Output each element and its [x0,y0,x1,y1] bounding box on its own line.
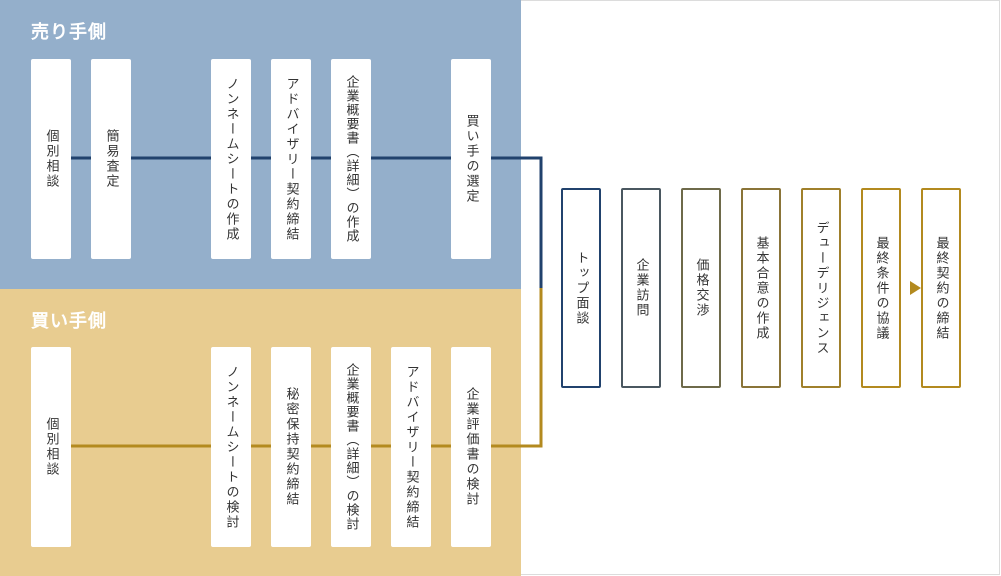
buyer-card-company-profile-review: 企業概要書（詳細）の検討 [331,347,371,547]
step-price-negotiation: 価格交渉 [681,188,721,388]
seller-card-individual-consultation: 個別相談 [31,59,71,259]
buyer-panel-title: 買い手側 [31,311,107,332]
buyer-card-advisory-contract: アドバイザリー契約締結 [391,347,431,547]
seller-card-company-profile-creation: 企業概要書（詳細）の作成 [331,59,371,259]
buyer-card-individual-consultation: 個別相談 [31,347,71,547]
joint-area [521,0,1000,575]
seller-card-noname-sheet-creation: ノンネームシートの作成 [211,59,251,259]
seller-card-advisory-contract: アドバイザリー契約締結 [271,59,311,259]
step-basic-agreement: 基本合意の作成 [741,188,781,388]
seller-panel-title: 売り手側 [31,22,107,43]
seller-panel: 売り手側 [0,0,521,289]
step-final-terms: 最終条件の協議 [861,188,901,388]
step-company-visit: 企業訪問 [621,188,661,388]
step-due-diligence: デューデリジェンス [801,188,841,388]
step-final-contract: 最終契約の締結 [921,188,961,388]
buyer-card-nda: 秘密保持契約締結 [271,347,311,547]
seller-card-buyer-selection: 買い手の選定 [451,59,491,259]
buyer-panel: 買い手側 [0,289,521,576]
buyer-card-noname-sheet-review: ノンネームシートの検討 [211,347,251,547]
seller-card-simple-valuation: 簡易査定 [91,59,131,259]
step-top-meeting: トップ面談 [561,188,601,388]
buyer-card-valuation-review: 企業評価書の検討 [451,347,491,547]
arrow-head [910,281,921,295]
